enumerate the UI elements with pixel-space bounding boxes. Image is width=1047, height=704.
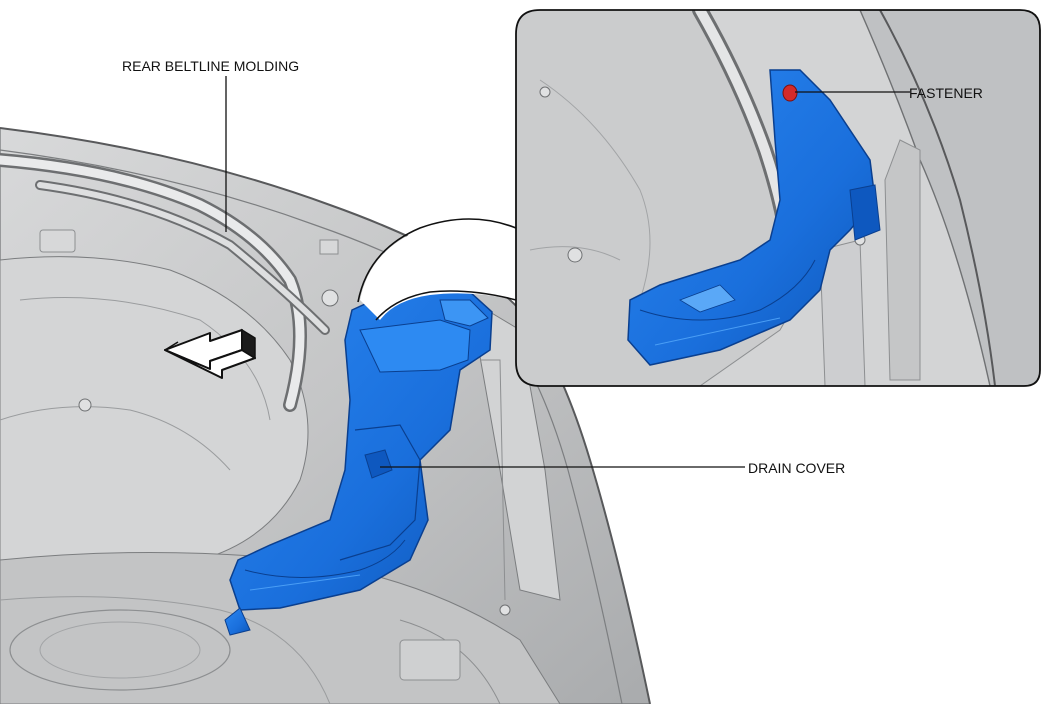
front-direction-arrow-icon: [164, 328, 256, 379]
detail-inset: [357, 9, 1041, 387]
label-drain-cover: DRAIN COVER: [748, 460, 845, 476]
label-rear-beltline-molding: REAR BELTLINE MOLDING: [122, 58, 299, 74]
drain-cover: [224, 287, 493, 636]
label-fastener: FASTENER: [909, 85, 983, 101]
fastener-mark: [782, 84, 798, 102]
leader-lines: [225, 76, 910, 468]
rear-beltline-molding: [0, 153, 330, 412]
